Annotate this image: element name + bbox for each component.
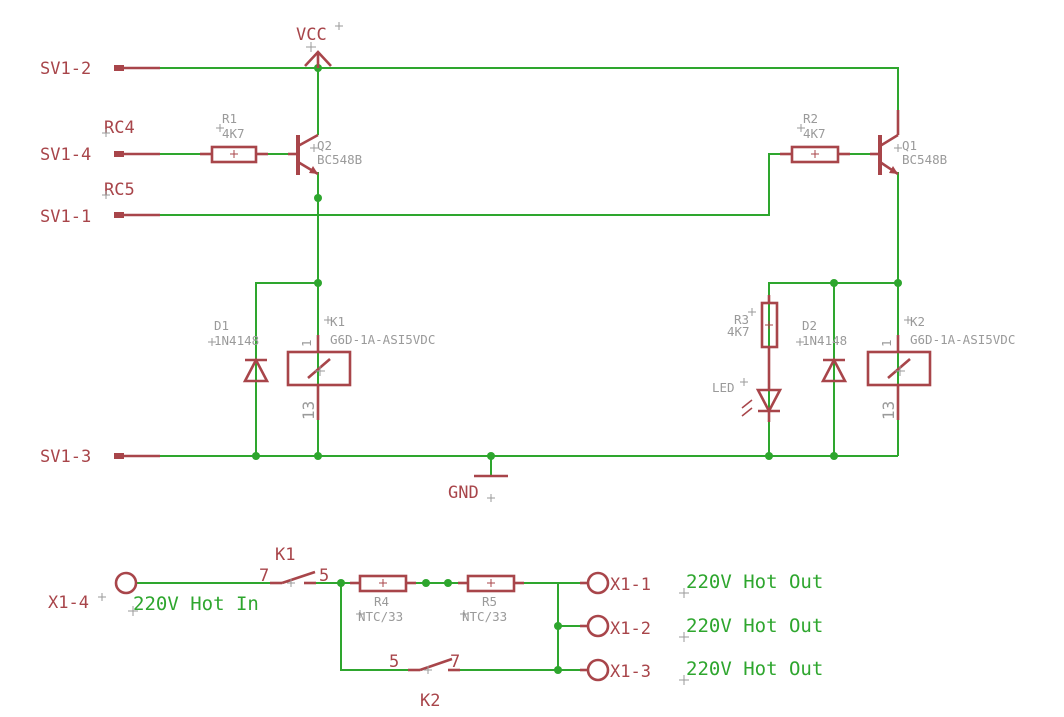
r3-name: R3 [734, 312, 749, 327]
hot-out-2: 220V Hot Out [686, 615, 823, 637]
q1-value: BC548B [902, 152, 947, 167]
transistor-q1 [870, 110, 900, 176]
resistor-r2 [780, 145, 850, 164]
r5-value: NTC/33 [462, 609, 507, 624]
port-sv1-1: SV1-1 [40, 207, 91, 227]
k2-pin-13: 13 [879, 401, 898, 420]
r2-value: 4K7 [803, 126, 826, 141]
resistor-r5 [458, 574, 524, 593]
k2-value: G6D-1A-ASI5VDC [910, 332, 1015, 347]
resistor-r4 [350, 574, 416, 593]
sw-k2-pin-5: 5 [389, 652, 399, 672]
x1-2-label: X1-2 [610, 619, 651, 639]
transistor-q2 [288, 133, 319, 176]
hot-in-label: 220V Hot In [133, 593, 259, 615]
switch-k1 [270, 570, 316, 585]
switch-k2 [408, 657, 460, 672]
diode-d1 [242, 357, 270, 383]
k1-pin-13: 13 [299, 401, 318, 420]
vcc-symbol [304, 50, 332, 68]
r1-value: 4K7 [222, 126, 245, 141]
terminal-x1-3 [580, 658, 610, 682]
sw-k2-pin-7: 7 [450, 652, 460, 672]
d2-value: 1N4148 [802, 333, 847, 348]
led-name: LED [712, 380, 735, 395]
r4-name: R4 [374, 594, 389, 609]
x1-1-label: X1-1 [610, 575, 651, 595]
diode-d2 [820, 357, 848, 383]
r5-name: R5 [482, 594, 497, 609]
r4-value: NTC/33 [358, 609, 403, 624]
vcc-label: VCC [296, 25, 327, 45]
port-sv1-4: SV1-4 [40, 145, 91, 165]
r3-value: 4K7 [727, 324, 750, 339]
x1-4-label: X1-4 [48, 593, 89, 613]
sw-k2-name: K2 [420, 691, 440, 711]
sv1-pins [114, 65, 160, 459]
port-sv1-2: SV1-2 [40, 59, 91, 79]
k1-name: K1 [330, 314, 345, 329]
terminal-x1-1 [580, 571, 610, 595]
q1-name: Q1 [902, 138, 917, 153]
k1-value: G6D-1A-ASI5VDC [330, 332, 435, 347]
relay-k2 [866, 335, 932, 420]
sw-k1-pin-7: 7 [259, 566, 269, 586]
hot-out-1: 220V Hot Out [686, 571, 823, 593]
relay-k1 [286, 335, 352, 420]
sw-k1-name: K1 [275, 545, 295, 565]
q2-value: BC548B [317, 152, 362, 167]
q2-name: Q2 [317, 138, 332, 153]
k2-name: K2 [910, 314, 925, 329]
resistor-r3 [760, 295, 779, 355]
d1-value: 1N4148 [214, 333, 259, 348]
terminal-x1-4 [114, 571, 138, 595]
junctions [252, 64, 902, 674]
r1-name: R1 [222, 111, 237, 126]
port-sv1-3: SV1-3 [40, 447, 91, 467]
k2-pin-1: 1 [879, 339, 894, 347]
led-symbol [741, 355, 783, 422]
r2-name: R2 [803, 111, 818, 126]
gnd-label: GND [448, 483, 479, 503]
k1-pin-1: 1 [299, 339, 314, 347]
x1-3-label: X1-3 [610, 662, 651, 682]
terminal-x1-2 [580, 614, 610, 638]
d2-name: D2 [802, 318, 817, 333]
net-rc4: RC4 [104, 118, 135, 138]
d1-name: D1 [214, 318, 229, 333]
resistor-r1 [200, 145, 268, 164]
net-rc5: RC5 [104, 180, 135, 200]
sw-k1-pin-5: 5 [319, 566, 329, 586]
hot-out-3: 220V Hot Out [686, 658, 823, 680]
